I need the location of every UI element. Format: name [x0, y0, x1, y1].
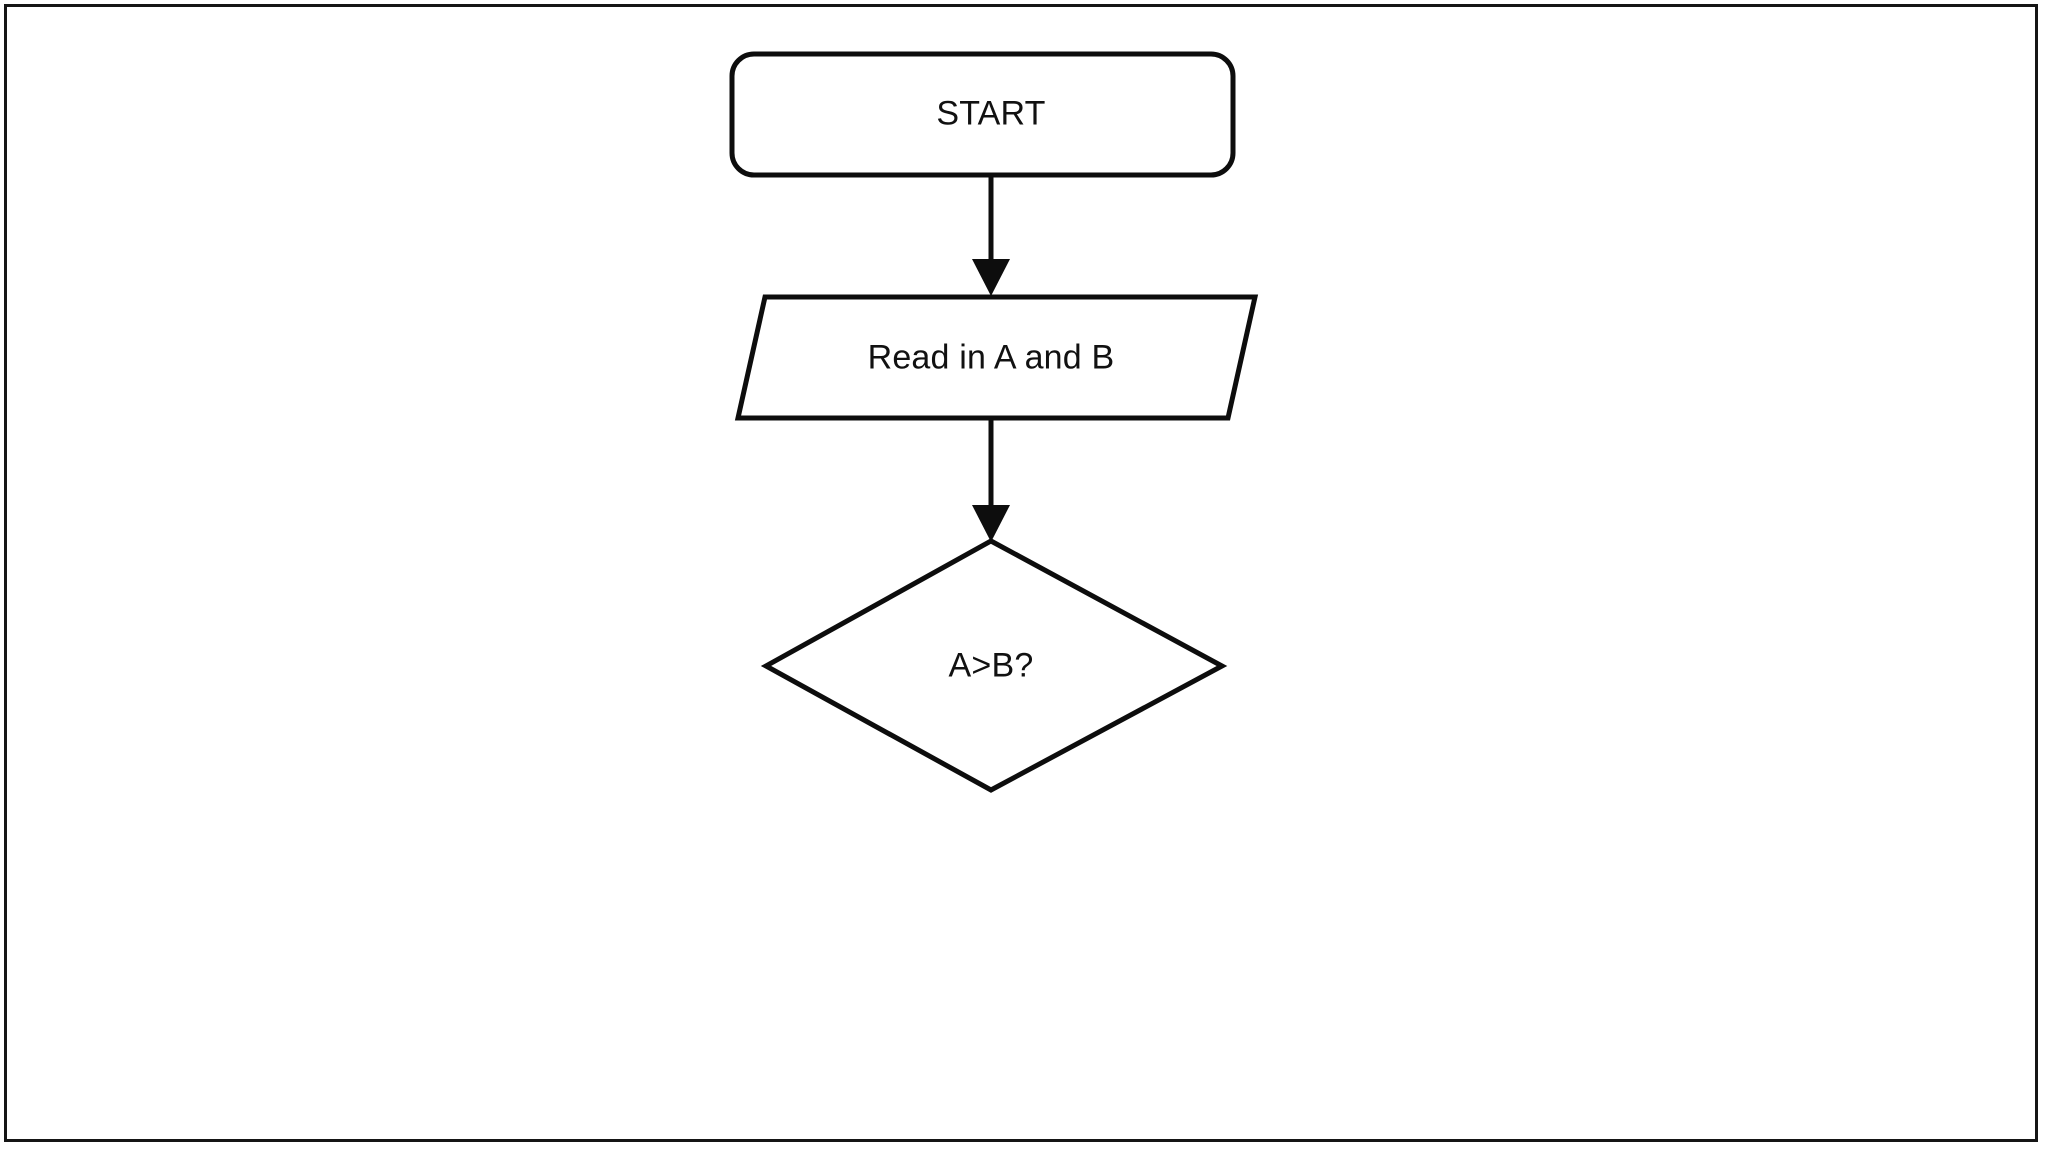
node-compare-label: A>B?	[948, 646, 1034, 685]
edge-start-to-read-arrowhead	[972, 259, 1010, 296]
node-compare-shape[interactable]	[760, 538, 1228, 793]
node-start-shape[interactable]	[729, 51, 1236, 178]
edge-read-to-compare-arrowhead	[972, 505, 1010, 542]
node-start-label: START	[936, 94, 1046, 133]
node-read-input-label: Read in A and B	[867, 338, 1115, 377]
node-read-input-shape[interactable]	[734, 294, 1259, 421]
